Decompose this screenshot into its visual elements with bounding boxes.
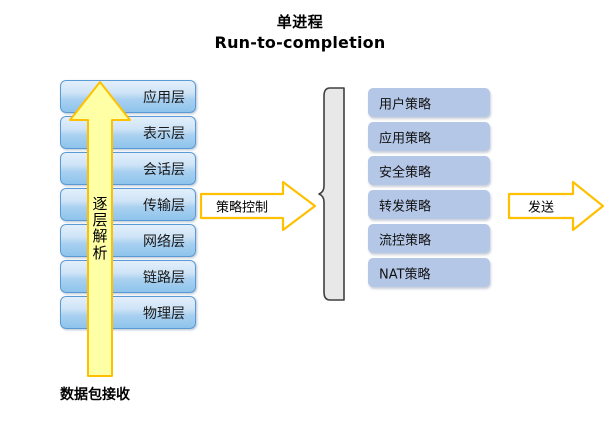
policy-item-label: 应用策略 [379,131,432,146]
right-arrow-icon [507,180,605,232]
policy-item-label: 转发策略 [379,199,432,214]
packet-receive-caption: 数据包接收 [60,387,130,403]
up-arrow-char: 解 [92,227,108,246]
osi-layer-session[interactable]: 会话层 [60,152,196,185]
diagram-title: 单进程 Run-to-completion [155,12,445,54]
policy-item-label: 流控策略 [379,233,432,248]
osi-layer-physical[interactable]: 物理层 [60,296,196,329]
up-arrow-char: 逐 [92,195,108,213]
policy-item-label: NAT策略 [379,267,431,282]
osi-layer-transport[interactable]: 传输层 [60,188,196,221]
osi-layer-label: 传输层 [143,197,185,214]
osi-layer-label: 链路层 [143,269,185,286]
policy-control-arrow-label: 策略控制 [215,200,268,216]
title-line-english: Run-to-completion [214,33,386,53]
brace [318,86,346,302]
up-arrow-label: 逐 层 解 析 [66,196,134,261]
osi-layer-label: 网络层 [143,233,185,250]
right-arrow-icon [199,180,317,232]
up-arrow-icon [69,81,131,377]
policy-item-application[interactable]: 应用策略 [368,122,490,151]
osi-layer-label: 物理层 [143,305,185,322]
osi-layer-label: 应用层 [143,89,185,106]
osi-layer-label: 会话层 [143,161,185,178]
send-arrow: 发送 [507,180,605,232]
osi-layer-label: 表示层 [143,125,185,142]
policy-item-label: 安全策略 [379,165,432,180]
up-arrow-char: 层 [92,211,108,230]
policy-item-forwarding[interactable]: 转发策略 [368,190,490,219]
osi-layer-stack: 应用层 表示层 会话层 传输层 网络层 链路层 物理层 [60,80,196,332]
send-arrow-label: 发送 [527,200,554,216]
up-arrow-char: 析 [92,243,108,262]
up-arrow: 逐 层 解 析 [66,78,134,380]
left-curly-brace-icon [318,87,345,301]
policy-item-label: 用户策略 [379,97,432,112]
title-line-chinese: 单进程 [276,13,324,31]
policy-control-arrow: 策略控制 [199,180,317,232]
osi-layer-network[interactable]: 网络层 [60,224,196,257]
policy-list: 用户策略 应用策略 安全策略 转发策略 流控策略 NAT策略 [368,88,490,292]
osi-layer-presentation[interactable]: 表示层 [60,116,196,149]
policy-item-user[interactable]: 用户策略 [368,88,490,117]
policy-item-flow-control[interactable]: 流控策略 [368,224,490,253]
policy-item-nat[interactable]: NAT策略 [368,258,490,287]
policy-item-security[interactable]: 安全策略 [368,156,490,185]
osi-layer-link[interactable]: 链路层 [60,260,196,293]
